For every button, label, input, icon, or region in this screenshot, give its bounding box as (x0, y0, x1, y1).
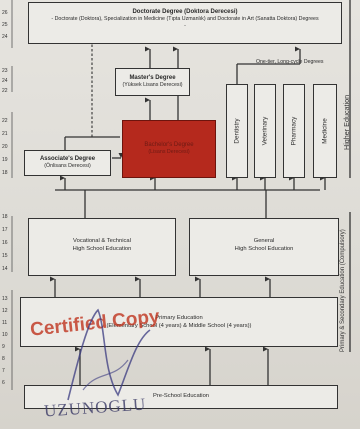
pharmacy-label: Pharmacy (290, 116, 298, 146)
vocational-line1: Vocational & Technical (73, 238, 131, 244)
general-line1: General (253, 238, 275, 244)
doctorate-subtitle: - Doctorate (Doktora), Specialization in… (51, 16, 319, 30)
age-label: 18 (2, 170, 8, 176)
age-label: 25 (2, 22, 8, 28)
age-label: 16 (2, 240, 8, 246)
associates-degree-box: Associate's Degree (Önlisans Derecesi) (24, 150, 111, 176)
age-label: 24 (2, 78, 8, 84)
age-label: 17 (2, 227, 8, 233)
bachelors-title: Bachelor's Degree (144, 142, 194, 148)
associates-title: Associate's Degree (39, 156, 96, 162)
doctorate-title: Doctorate Degree (Doktora Derecesi) (132, 9, 238, 15)
dentistry-label: Dentistry (233, 118, 241, 144)
preschool-education-box: Pre-School Education (24, 385, 338, 409)
primary-education-box: Primary Education (Elementary School (4 … (20, 297, 338, 347)
age-label: 22 (2, 118, 8, 124)
long-cycle-label: One-tier, Long-cycle Degrees (256, 59, 324, 65)
signature-scribble (67, 308, 151, 401)
age-label: 14 (2, 266, 8, 272)
age-label: 11 (2, 320, 8, 326)
secondary-education-label: Primary & Secondary Education (Compulsor… (340, 229, 346, 352)
general-high-school-box: General High School Education (189, 218, 339, 276)
dentistry-box: Dentistry (226, 84, 248, 178)
bachelors-degree-box: Bachelor's Degree (Lisans Derecesi) (122, 120, 216, 178)
doctorate-degree-box: Doctorate Degree (Doktora Derecesi) - Do… (28, 2, 342, 44)
preschool-line1: Pre-School Education (152, 393, 210, 399)
masters-title: Master's Degree (129, 75, 176, 81)
general-line2: High School Education (234, 245, 294, 252)
age-label: 21 (2, 131, 8, 137)
age-label: 20 (2, 144, 8, 150)
vocational-line2: High School Education (72, 245, 132, 252)
primary-line2: (Elementary School (4 years) & Middle Sc… (106, 322, 252, 329)
age-label: 6 (2, 380, 5, 386)
age-label: 13 (2, 296, 8, 302)
age-label: 12 (2, 308, 8, 314)
vocational-high-school-box: Vocational & Technical High School Educa… (28, 218, 176, 276)
age-label: 15 (2, 253, 8, 259)
primary-line1: Primary Education (155, 315, 203, 321)
age-label: 23 (2, 68, 8, 74)
higher-education-label: Higher Education (342, 94, 351, 150)
associates-subtitle: (Önlisans Derecesi) (44, 163, 91, 170)
age-label: 8 (2, 356, 5, 362)
masters-degree-box: Master's Degree (Yüksek Lisans Derecesi) (115, 68, 190, 96)
age-label: 19 (2, 157, 8, 163)
age-label: 26 (2, 10, 8, 16)
veterinary-box: Veterinary (254, 84, 276, 178)
age-label: 24 (2, 34, 8, 40)
pharmacy-box: Pharmacy (283, 84, 305, 178)
masters-subtitle: (Yüksek Lisans Derecesi) (122, 82, 183, 89)
age-label: 9 (2, 344, 5, 350)
medicine-box: Medicine (313, 84, 337, 178)
age-label: 10 (2, 332, 8, 338)
age-label: 7 (2, 368, 5, 374)
age-label: 18 (2, 214, 8, 220)
age-label: 22 (2, 88, 8, 94)
medicine-label: Medicine (321, 118, 329, 144)
veterinary-label: Veterinary (261, 116, 269, 146)
bachelors-subtitle: (Lisans Derecesi) (148, 149, 190, 156)
